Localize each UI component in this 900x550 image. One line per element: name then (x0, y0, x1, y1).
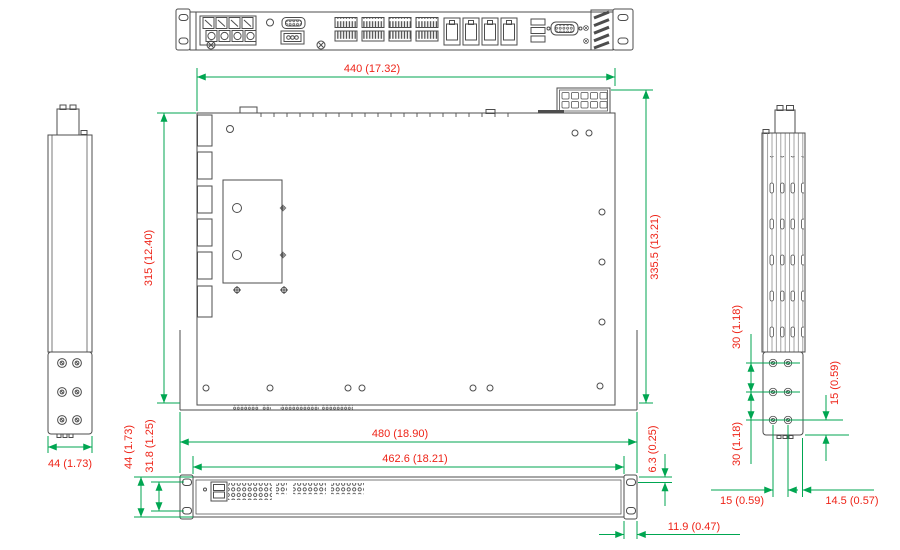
dim-panel-height: 44 (1.73) (123, 425, 193, 518)
panel-screw (583, 25, 589, 31)
dim-label-hole-top-offset: 6.3 (0.25) (647, 425, 659, 472)
right-side-view (761, 105, 806, 439)
dim-rack-width: 480 (18.90) (179, 412, 638, 473)
dim-label-panel-height: 44 (1.73) (123, 425, 135, 469)
ear-slot-hole (617, 14, 629, 21)
side-slot-notches (197, 114, 213, 318)
dim-label-side-hole-bottom: 15 (0.59) (829, 361, 841, 405)
ear-slot-hole (626, 507, 636, 515)
rear-panel-view (179, 474, 638, 520)
dim-side-hole-bottom: 15 (0.59) (805, 361, 849, 461)
edge-vent-ticks (256, 113, 518, 117)
dim-side-hole-pitch-upper: 30 (1.18) (731, 305, 800, 393)
dim-label-side-hole-pitch-upper: 30 (1.18) (731, 305, 743, 349)
dim-side-width: 44 (1.73) (47, 436, 93, 470)
dim-hole-top-offset: 6.3 (0.25) (638, 425, 672, 506)
top-connector (762, 105, 796, 134)
mounting-ear-right (612, 8, 634, 51)
access-cover-plate (222, 179, 283, 284)
side-body (47, 134, 93, 353)
dim-chassis-width: 462.6 (18.21) (192, 453, 625, 474)
panel-screw (316, 40, 326, 50)
panel-screw (583, 38, 589, 44)
dim-label-rack-width: 480 (18.90) (372, 428, 428, 440)
top-plan-view (179, 87, 638, 411)
dim-front-width: 440 (17.32) (196, 63, 616, 111)
dim-label-side-hole-pitch-lower: 30 (1.18) (731, 422, 743, 466)
vent-grille (590, 9, 614, 51)
chassis-top-outline (196, 112, 616, 406)
dim-label-chassis-width: 462.6 (18.21) (382, 453, 447, 465)
ear-slot-hole (617, 37, 629, 45)
front-panel-view (175, 8, 634, 51)
led-indicator-arrays (228, 483, 364, 500)
vga-port (546, 21, 583, 36)
left-side-view (47, 104, 93, 438)
mounting-ear-right (623, 474, 638, 520)
front-flange (179, 330, 638, 411)
rear-terminal-block (556, 87, 611, 114)
dim-label-side-edge-offset: 14.5 (0.57) (825, 495, 878, 507)
dim-ear-hole-pitch: 31.8 (1.25) (144, 419, 184, 512)
power-input-connector (280, 30, 305, 45)
ear-slot-hole (178, 37, 189, 45)
led-indicator (203, 487, 207, 492)
cover-holes (232, 203, 289, 295)
usb-ports (530, 18, 546, 43)
io-terminal-strips (334, 17, 439, 42)
screw-holes (57, 358, 82, 425)
bottom-mount-plate (47, 351, 93, 438)
terminal-cells (202, 17, 257, 42)
power-terminal-block (199, 15, 257, 46)
dim-label-ear-hole-pitch: 31.8 (1.25) (144, 419, 156, 472)
dim-label-total-depth: 335.5 (13.21) (649, 214, 661, 279)
top-connector (56, 104, 88, 136)
dim-label-side-hole-span: 15 (0.59) (720, 495, 764, 507)
dim-total-depth: 335.5 (13.21) (611, 89, 661, 404)
dim-label-side-width: 44 (1.73) (48, 458, 92, 470)
dim-body-depth: 315 (12.40) (143, 112, 196, 404)
ethernet-ports (443, 17, 518, 46)
dim-ear-depth: 11.9 (0.47) (599, 521, 740, 539)
ear-slot-hole (626, 478, 636, 486)
top-cover-screw-holes (202, 125, 606, 392)
round-hole (266, 18, 274, 27)
dim-label-body-depth: 315 (12.40) (143, 230, 155, 286)
bottom-mount-plate (762, 351, 804, 439)
dim-label-front-width: 440 (17.32) (344, 63, 400, 75)
dim-label-ear-depth: 11.9 (0.47) (668, 521, 720, 533)
dim-side-hole-pitch-lower: 30 (1.18) (731, 392, 843, 466)
db9-serial-port (281, 17, 306, 29)
usb-ports (210, 481, 228, 502)
ear-slot-hole (178, 14, 189, 21)
dim-side-edge-offset: 14.5 (0.57) (802, 486, 879, 507)
mounting-ear-left (175, 8, 191, 51)
dim-side-hole-span: 15 (0.59) (711, 425, 803, 507)
heatsink-slots (764, 156, 804, 341)
